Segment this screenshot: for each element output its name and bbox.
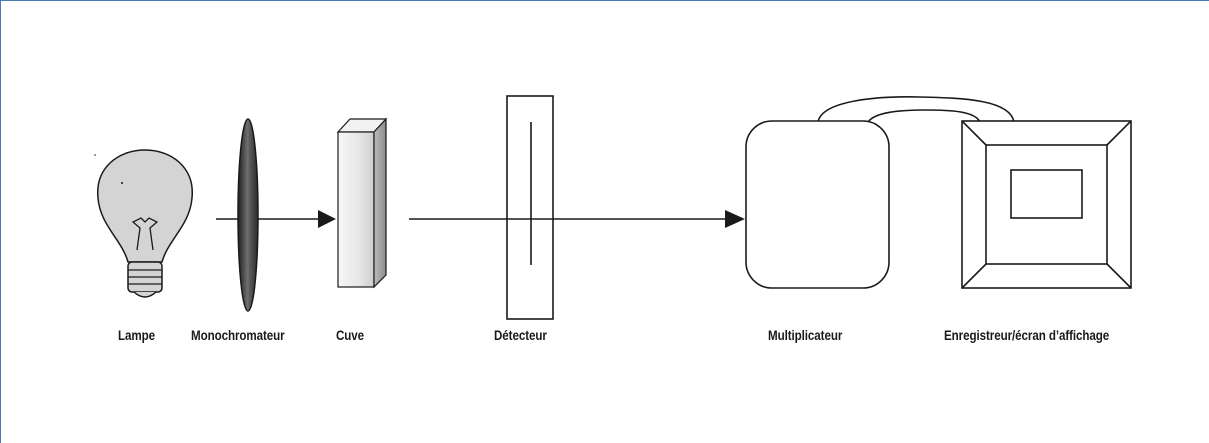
- label-monochromator: Monochromateur: [191, 328, 285, 343]
- label-cuvette: Cuve: [336, 328, 365, 343]
- recorder-display-icon: [961, 120, 1132, 289]
- cuvette-icon: [336, 117, 388, 289]
- arrow-head-2: [725, 210, 745, 228]
- lamp-icon: [97, 149, 193, 298]
- connection-cable: [817, 96, 1015, 123]
- label-lamp: Lampe: [118, 328, 155, 343]
- multiplier-icon: [745, 120, 890, 289]
- label-recorder: Enregistreur/écran d’affichage: [944, 328, 1110, 343]
- label-multiplier: Multiplicateur: [768, 328, 843, 343]
- detector-icon: [506, 95, 554, 320]
- label-detector: Détecteur: [494, 328, 547, 343]
- arrow-head-1: [318, 210, 336, 228]
